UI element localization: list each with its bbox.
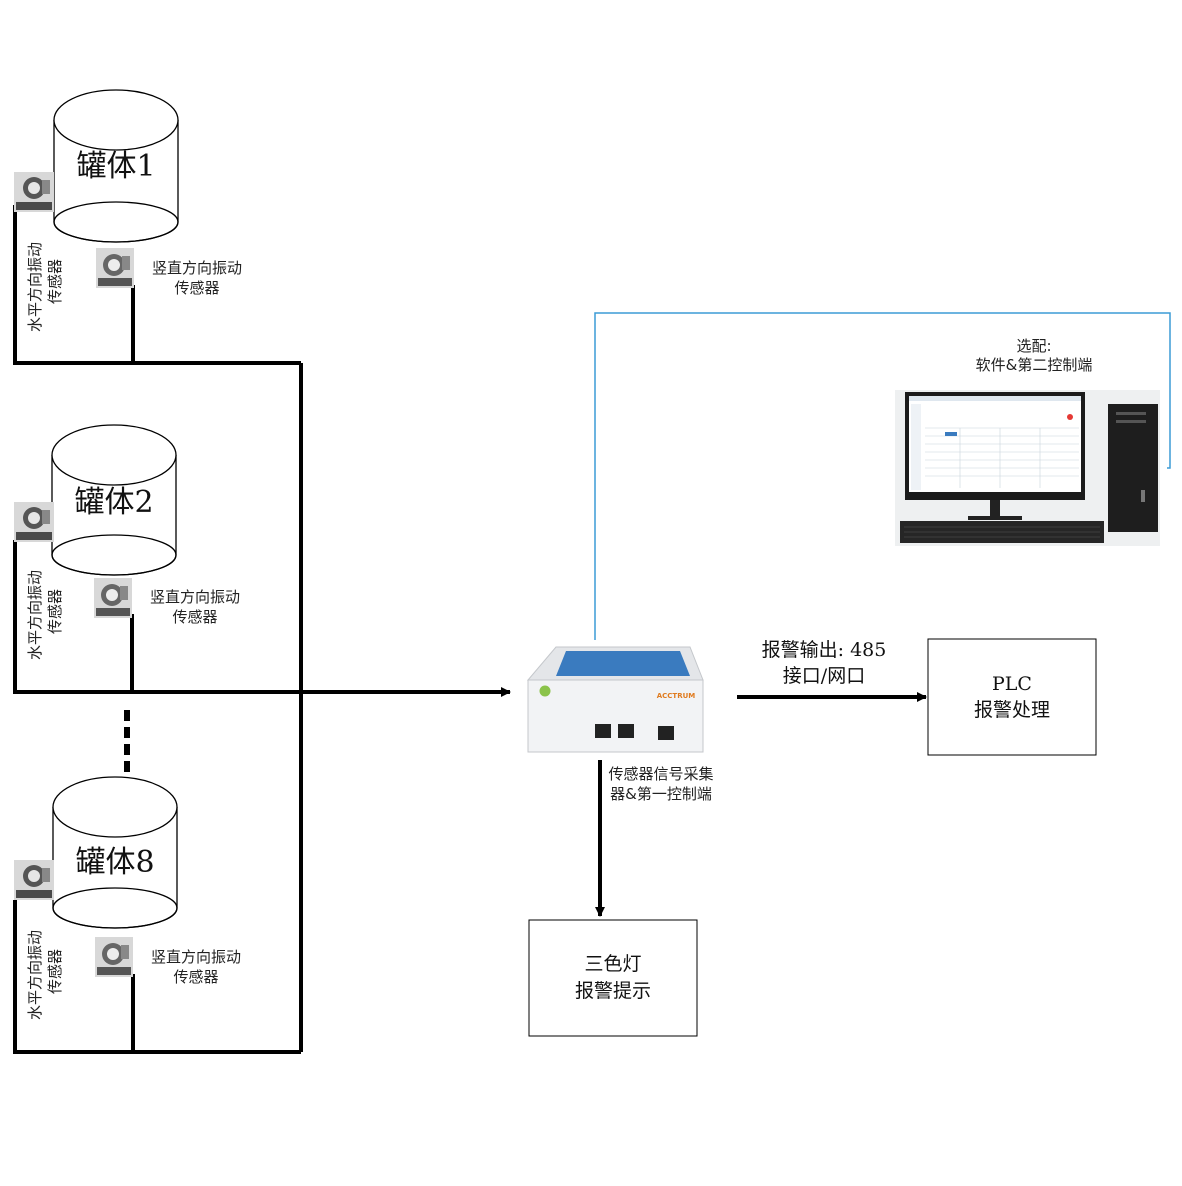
horizontal-sensor-icon <box>14 172 54 212</box>
vertical-sensor-label: 传感器 <box>174 279 219 297</box>
vertical-sensor-icon <box>96 248 134 288</box>
plc-label: 报警处理 <box>974 699 1050 721</box>
collector-device: ACCTRUM <box>526 646 704 753</box>
horizontal-sensor-label: 水平方向振动 <box>26 242 44 332</box>
light-label: 报警提示 <box>575 980 651 1002</box>
vertical-sensor-icon <box>95 937 133 977</box>
collector-label: 传感器信号采集 <box>608 765 713 783</box>
horizontal-sensor-label: 传感器 <box>46 949 64 994</box>
tank-1: 罐体1 <box>53 89 179 243</box>
alarm-output-label: 报警输出: 485 <box>762 639 887 661</box>
collector-label: 器&第一控制端 <box>610 785 712 803</box>
vertical-sensor-label: 传感器 <box>173 968 218 986</box>
plc-box <box>927 638 1097 756</box>
wiring <box>13 205 303 1054</box>
tank-2: 罐体2 <box>51 424 177 576</box>
port-1 <box>595 724 611 738</box>
ethernet-port <box>658 726 674 740</box>
horizontal-sensor-label: 水平方向振动 <box>26 930 44 1020</box>
vertical-sensor-label: 竖直方向振动 <box>152 259 242 277</box>
horizontal-sensor-label: 传感器 <box>46 589 64 634</box>
tank-label: 罐体8 <box>75 845 154 880</box>
device-brand: ACCTRUM <box>657 692 696 700</box>
optional-label: 选配: <box>1016 337 1051 355</box>
horizontal-sensor-icon <box>14 860 54 900</box>
tank-label: 罐体2 <box>74 485 153 520</box>
light-label: 三色灯 <box>584 953 641 975</box>
horizontal-sensor-label: 传感器 <box>46 259 64 304</box>
vertical-sensor-icon <box>94 578 132 618</box>
alarm-output-label: 接口/网口 <box>783 665 865 687</box>
vertical-sensor-label: 传感器 <box>172 608 217 626</box>
vertical-sensor-label: 竖直方向振动 <box>151 948 241 966</box>
tank-8: 罐体8 <box>52 776 178 929</box>
plc-label: PLC <box>992 673 1032 695</box>
monitor-stand <box>990 500 1000 518</box>
power-icon <box>539 685 551 697</box>
optional-label: 软件&第二控制端 <box>976 356 1093 374</box>
tank-ellipsis <box>124 710 130 772</box>
light-box <box>528 919 698 1037</box>
vertical-sensor-label: 竖直方向振动 <box>150 588 240 606</box>
port-2 <box>618 724 634 738</box>
computer-photo <box>895 390 1160 546</box>
horizontal-sensor-label: 水平方向振动 <box>26 570 44 660</box>
network-line <box>594 312 1171 640</box>
horizontal-sensor-icon <box>14 502 54 542</box>
tank-label: 罐体1 <box>76 149 155 184</box>
pc-tower <box>1108 404 1158 532</box>
